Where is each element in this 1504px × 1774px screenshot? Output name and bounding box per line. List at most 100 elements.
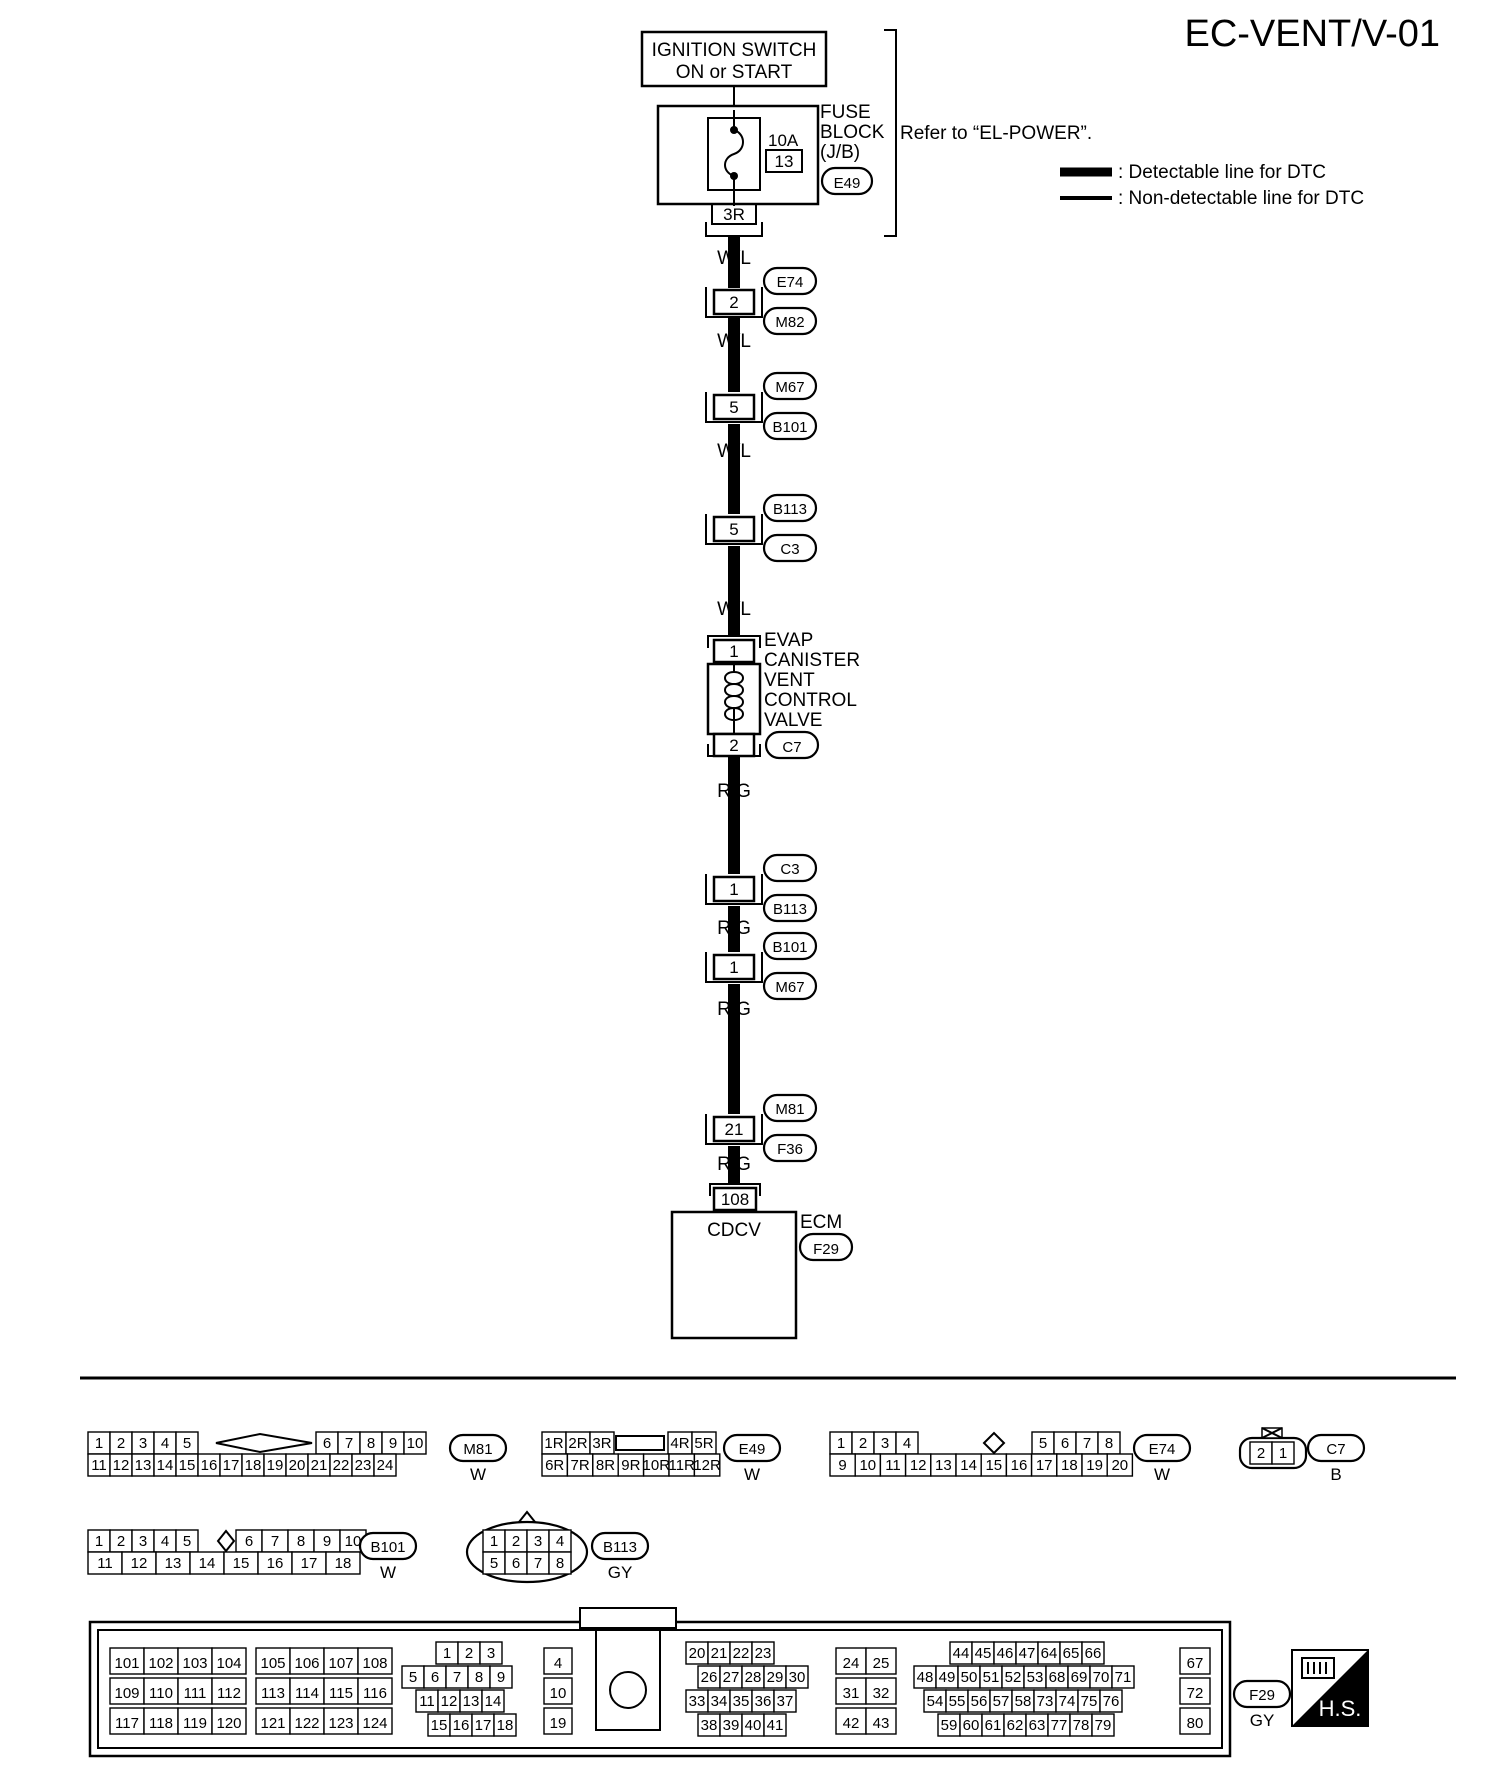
connector-id-b101: B101 [370, 1539, 405, 1556]
m81-pin-number: 19 [267, 1457, 284, 1474]
f29-cell [1179, 1707, 1211, 1735]
b101-pin-number: 17 [301, 1555, 318, 1572]
joint-pin-number: 21 [725, 1120, 744, 1139]
f29-cell [751, 1641, 775, 1665]
m81-pin-number: 1 [95, 1435, 103, 1452]
f29-pin-number: 123 [328, 1715, 353, 1732]
fuse-symbol [724, 110, 744, 206]
f29-pin-number: 70 [1093, 1669, 1110, 1686]
f29-pin-number: 105 [260, 1655, 285, 1672]
b101-pin-number: 4 [161, 1533, 169, 1550]
joint-connector-bottom: B101 [772, 419, 807, 436]
f29-pin-number: 17 [475, 1717, 492, 1734]
f29-pin-number: 40 [745, 1717, 762, 1734]
e49-pin-number: 5R [694, 1435, 713, 1452]
f29-pin-number: 103 [182, 1655, 207, 1672]
connector-color-b113: GY [608, 1563, 633, 1582]
f29-pin-number: 71 [1115, 1669, 1132, 1686]
f29-cell [479, 1641, 503, 1665]
e49-pin-number: 8R [596, 1457, 615, 1474]
m81-pin-number: 24 [377, 1457, 394, 1474]
f29-pin-number: 47 [1019, 1645, 1036, 1662]
f29-pin-number: 38 [701, 1717, 718, 1734]
m81-pin-number: 23 [355, 1457, 372, 1474]
f29-pin-number: 39 [723, 1717, 740, 1734]
wire-color-label: W/L [717, 441, 751, 462]
f29-cell [1099, 1689, 1123, 1713]
f29-pin-number: 12 [441, 1693, 458, 1710]
f29-pin-number: 35 [733, 1693, 750, 1710]
e49-pin-number: 2R [568, 1435, 587, 1452]
e74-pin-number: 9 [838, 1457, 846, 1474]
m81-pin-number: 20 [289, 1457, 306, 1474]
f29-pin-number: 33 [689, 1693, 706, 1710]
fuse-terminal: 3R [723, 205, 745, 224]
m81-pin-number: 16 [201, 1457, 218, 1474]
f29-pin-number: 9 [497, 1669, 505, 1686]
connector-color-b101: W [380, 1563, 396, 1582]
f29-cell [177, 1707, 213, 1735]
m81-pin-number: 8 [367, 1435, 375, 1452]
f29-pin-number: 29 [767, 1669, 784, 1686]
f29-pin-number: 2 [465, 1645, 473, 1662]
b101-pin-number: 9 [323, 1533, 331, 1550]
f29-pin-number: 101 [114, 1655, 139, 1672]
valve-label-line: EVAP [764, 630, 813, 651]
connector-color-f29: GY [1250, 1711, 1275, 1730]
m81-pin-number: 15 [179, 1457, 196, 1474]
f29-pin-number: 5 [409, 1669, 417, 1686]
e49-pin-number: 3R [592, 1435, 611, 1452]
f29-pin-number: 122 [294, 1715, 319, 1732]
connector-id-f29-oval [1232, 1679, 1292, 1709]
e74-pin-number: 8 [1105, 1435, 1113, 1452]
b113-pin-number: 1 [490, 1533, 498, 1550]
valve-connector: C7 [782, 739, 801, 756]
joint-connector-top: M67 [775, 379, 804, 396]
joint-connector-bottom-oval [762, 971, 818, 1001]
connector-color-e74: W [1154, 1465, 1170, 1484]
f29-pin-number: 15 [431, 1717, 448, 1734]
connector-id-b101-oval [358, 1531, 418, 1561]
f29-cell [357, 1677, 393, 1705]
f29-cell [1111, 1665, 1135, 1689]
ecm-pin: 108 [721, 1190, 749, 1209]
m81-pin-number: 6 [323, 1435, 331, 1452]
fuse-block-connector: E49 [834, 175, 861, 192]
e74-pin-number: 14 [960, 1457, 977, 1474]
joint-pin-number: 5 [729, 398, 738, 417]
e74-pin-number: 6 [1061, 1435, 1069, 1452]
f29-pin-number: 121 [260, 1715, 285, 1732]
e74-pin-number: 7 [1083, 1435, 1091, 1452]
page-code: EC-VENT/V-01 [1184, 13, 1440, 55]
f29-pin-number: 49 [939, 1669, 956, 1686]
connector-id-c7: C7 [1326, 1441, 1345, 1458]
e74-pin-number: 3 [881, 1435, 889, 1452]
e74-pin-number: 10 [859, 1457, 876, 1474]
e74-pin-number: 5 [1039, 1435, 1047, 1452]
b113-pin-number: 7 [534, 1555, 542, 1572]
f29-cell [289, 1707, 325, 1735]
f29-pin-number: 44 [953, 1645, 970, 1662]
legend: : Detectable line for DTC : Non-detectab… [1060, 162, 1364, 209]
f29-pin-number: 68 [1049, 1669, 1066, 1686]
f29-cell [865, 1677, 897, 1705]
f29-pin-number: 110 [149, 1685, 173, 1702]
valve-pin-bottom: 2 [729, 736, 738, 755]
e74-cell [1106, 1453, 1134, 1477]
f29-pin-number: 30 [789, 1669, 806, 1686]
e74-pin-number: 17 [1036, 1457, 1053, 1474]
f29-pin-number: 116 [363, 1685, 387, 1702]
f29-pin-number: 24 [843, 1655, 860, 1672]
m81-cell [403, 1431, 427, 1455]
f29-cell [211, 1677, 247, 1705]
e49-pin-number: 11R [668, 1457, 695, 1474]
connector-color-m81: W [470, 1465, 486, 1484]
b101-pin-number: 2 [117, 1533, 125, 1550]
evap-canister-vent-control-valve: 1 2 C7 EVAP CANISTER VENT CONTROL VALVE [706, 630, 860, 760]
f29-pin-number: 22 [733, 1645, 750, 1662]
